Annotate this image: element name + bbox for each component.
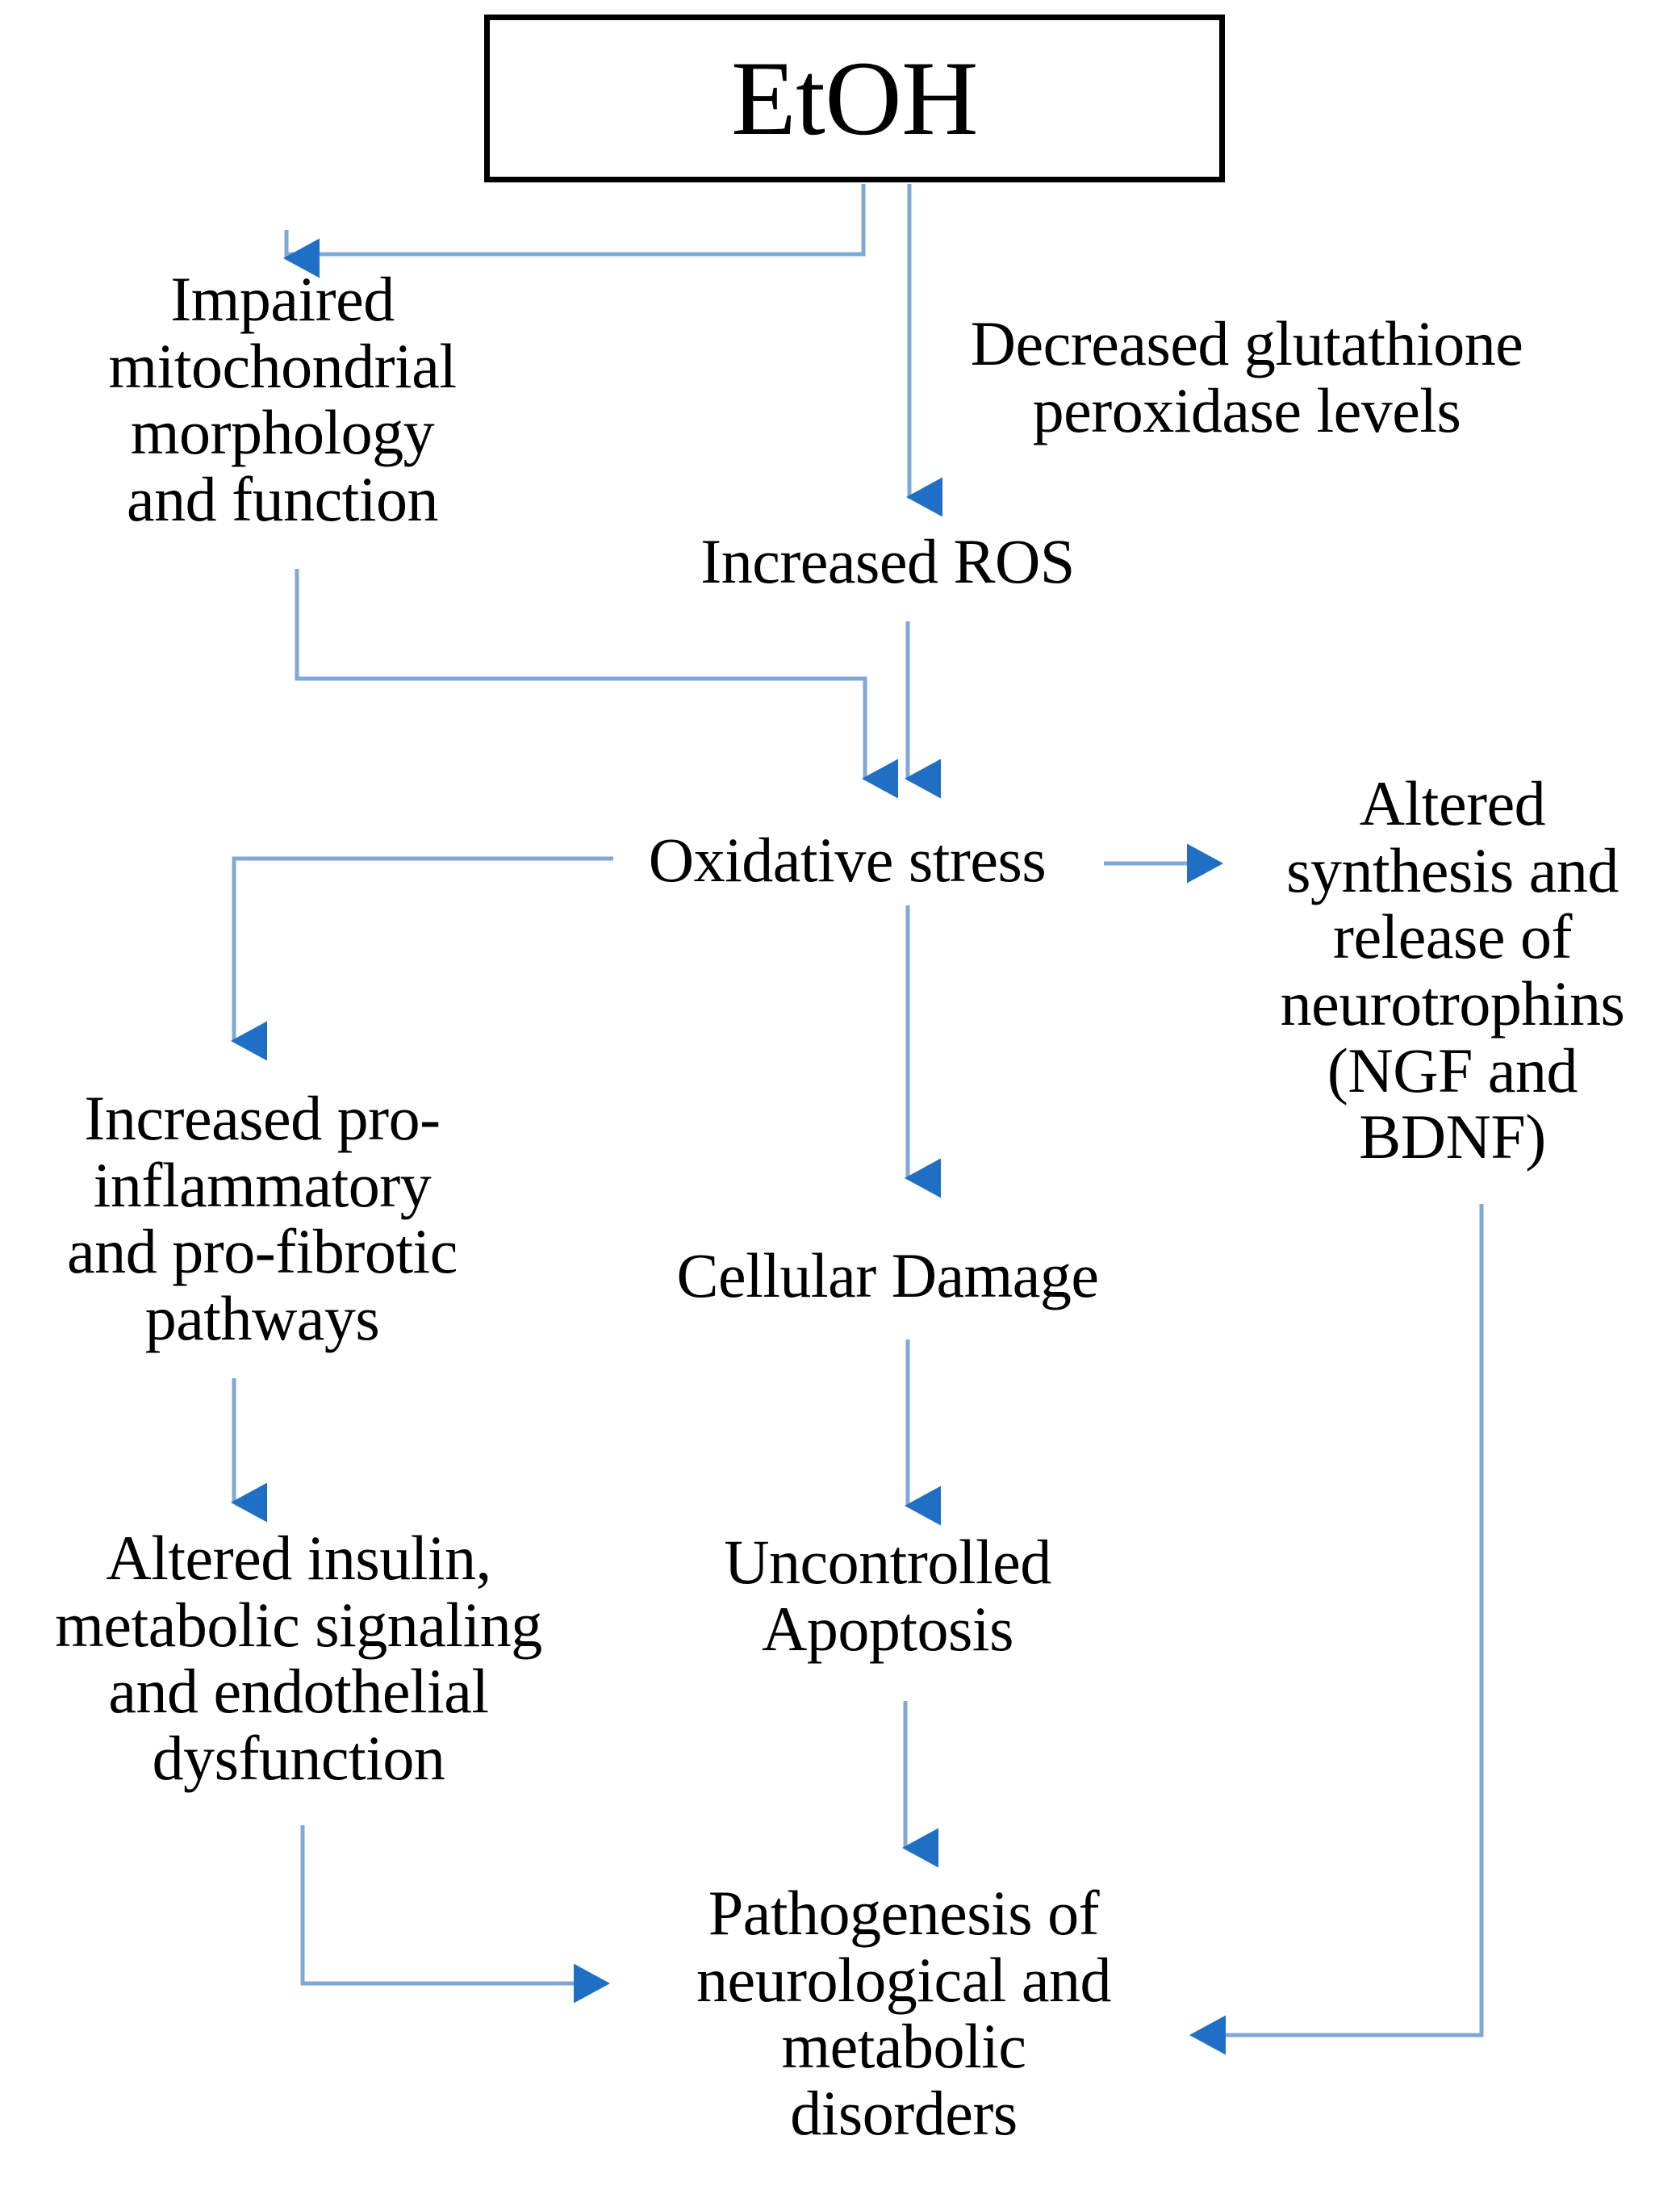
node-cellular-damage: Cellular Damage [676, 1240, 1099, 1310]
etoh-box [484, 15, 1225, 182]
node-uncontrolled-apoptosis: Uncontrolled Apoptosis [724, 1527, 1051, 1664]
edge-impaired-to-oxstress [295, 569, 898, 799]
node-altered-insulin: Altered insulin, metabolic signaling and… [55, 1523, 542, 1794]
edge-insulin-to-pathogenesis [300, 1825, 611, 2004]
node-pathogenesis: Pathogenesis of neurological and metabol… [696, 1878, 1111, 2149]
edge-neurotrophins-to-pathogenesis [1189, 1204, 1484, 2055]
edge-etoh-to-impaired [284, 184, 866, 257]
node-impaired-mitochondria: Impaired mitochondrial morphology and fu… [108, 264, 457, 535]
node-decreased-glutathione: Decreased glutathione peroxidase levels [970, 308, 1523, 445]
node-etoh: EtOH [731, 39, 978, 157]
node-increased-proinflammatory: Increased pro- inflammatory and pro-fibr… [67, 1083, 458, 1354]
edge-oxstress-to-proinflammatory [230, 856, 613, 1061]
node-oxidative-stress: Oxidative stress [648, 825, 1047, 895]
node-altered-neurotrophins: Altered synthesis and release of neurotr… [1280, 768, 1625, 1172]
node-increased-ros: Increased ROS [700, 526, 1075, 596]
